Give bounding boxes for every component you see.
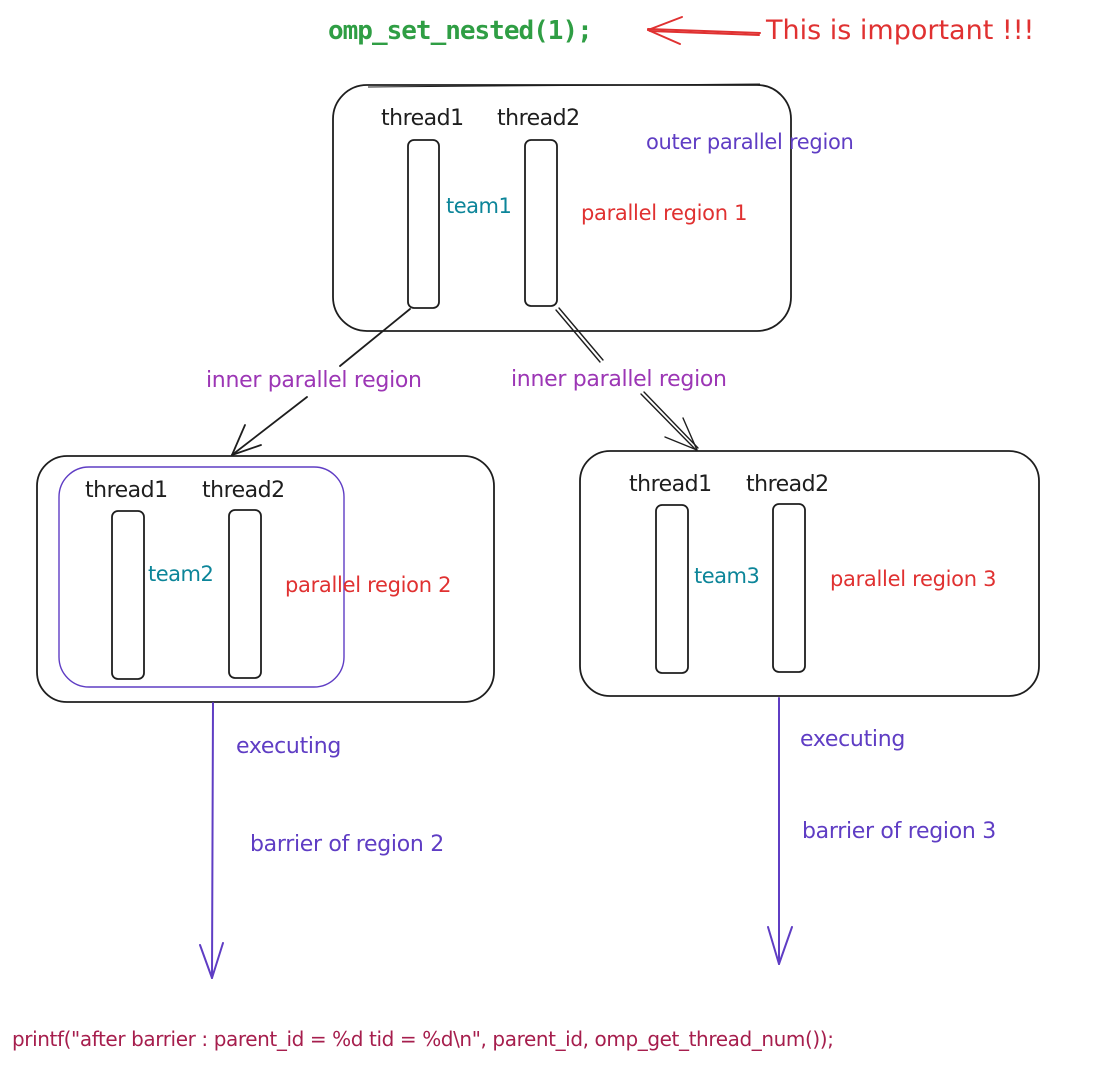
printf-statement: printf("after barrier : parent_id = %d t… — [12, 1027, 834, 1051]
team3-label: team3 — [694, 564, 760, 588]
team1-label: team1 — [446, 194, 512, 218]
barrier-label-region-3: barrier of region 3 — [802, 819, 996, 844]
region2-thread1-label: thread1 — [85, 478, 168, 503]
region3-thread1-bar — [656, 505, 688, 673]
omp-set-nested-code: omp_set_nested(1); — [328, 16, 593, 46]
outer-thread2-bar — [525, 140, 557, 306]
barrier-label-region-2: barrier of region 2 — [250, 832, 444, 857]
outer-thread1-label: thread1 — [381, 106, 464, 131]
important-note: This is important !!! — [766, 15, 1035, 46]
region2-thread1-bar — [112, 511, 144, 679]
team2-label: team2 — [148, 562, 214, 586]
region3-thread2-label: thread2 — [746, 472, 829, 497]
region2-thread2-label: thread2 — [202, 478, 285, 503]
executing-label-region-2: executing — [236, 734, 342, 759]
connector-arrow-left — [232, 309, 410, 455]
executing-label-region-3: executing — [800, 727, 906, 752]
region3-thread1-label: thread1 — [629, 472, 712, 497]
outer-parallel-region-label: outer parallel region — [646, 130, 854, 154]
region2-thread2-bar — [229, 510, 261, 678]
inner-box-region-2 — [37, 456, 494, 702]
parallel-region-2-label: parallel region 2 — [285, 573, 452, 597]
timeline-arrow-region-3 — [768, 698, 792, 964]
parallel-region-1-label: parallel region 1 — [581, 201, 748, 225]
outer-parallel-box — [333, 84, 791, 331]
parallel-region-3-label: parallel region 3 — [830, 567, 997, 591]
inner-parallel-region-label-right: inner parallel region — [511, 367, 727, 392]
inner-box-region-3 — [580, 451, 1039, 696]
outer-thread2-label: thread2 — [497, 106, 580, 131]
outer-thread1-bar — [408, 140, 439, 308]
timeline-arrow-region-2 — [200, 703, 223, 978]
team2-highlight-box — [59, 467, 344, 687]
connector-arrow-right — [556, 308, 698, 450]
region3-thread2-bar — [773, 504, 805, 672]
inner-parallel-region-label-left: inner parallel region — [206, 368, 422, 393]
arrow-left-icon — [648, 17, 760, 44]
